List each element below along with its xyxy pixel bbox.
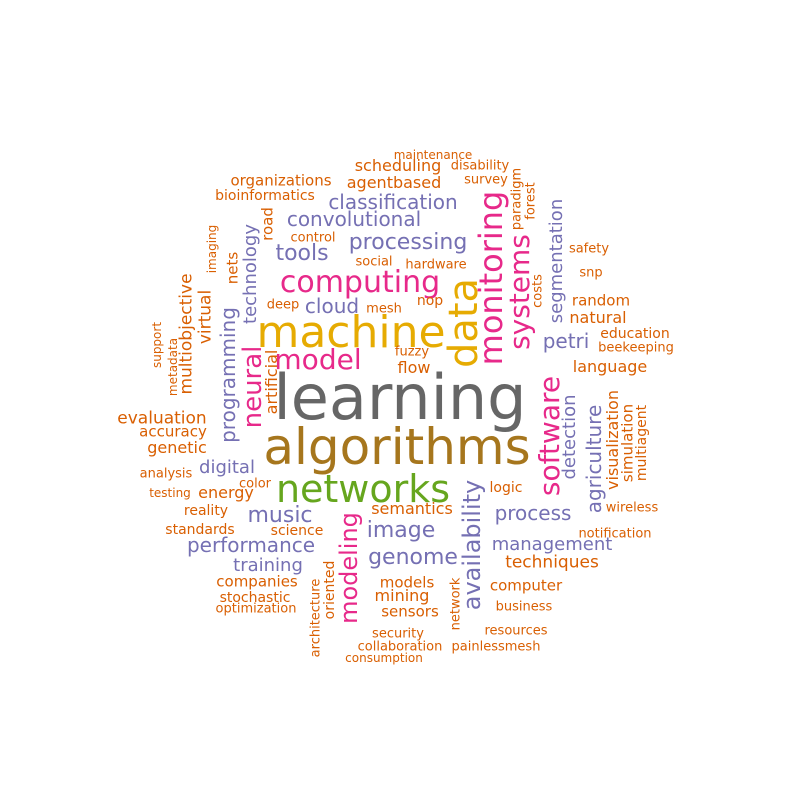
- word-metadata: metadata: [166, 337, 180, 397]
- word-petri: petri: [542, 329, 590, 353]
- word-optimization: optimization: [215, 601, 297, 617]
- word-process: process: [494, 501, 572, 525]
- word-organizations: organizations: [230, 171, 332, 190]
- word-beekeeping: beekeeping: [598, 340, 674, 356]
- word-computer: computer: [489, 576, 563, 595]
- word-multiagent: multiagent: [634, 404, 650, 482]
- word-techniques: techniques: [505, 552, 599, 573]
- word-agentbased: agentbased: [346, 173, 442, 192]
- word-digital: digital: [199, 457, 255, 478]
- word-semantics: semantics: [371, 499, 453, 518]
- word-music: music: [247, 503, 313, 528]
- word-testing: testing: [149, 486, 191, 500]
- word-processing: processing: [348, 230, 468, 255]
- word-bioinformatics: bioinformatics: [215, 188, 315, 204]
- word-management: management: [491, 534, 613, 555]
- word-agriculture: agriculture: [582, 404, 606, 514]
- word-science: science: [270, 523, 324, 539]
- word-education: education: [600, 326, 670, 342]
- word-algorithms: algorithms: [263, 418, 531, 476]
- word-reality: reality: [183, 503, 229, 519]
- word-imaging: imaging: [205, 224, 219, 274]
- word-survey: survey: [464, 172, 508, 188]
- word-consumption: consumption: [345, 651, 423, 665]
- word-costs: costs: [530, 274, 546, 308]
- word-logic: logic: [489, 480, 523, 496]
- word-paradigm: paradigm: [509, 167, 525, 231]
- word-disability: disability: [450, 158, 510, 174]
- word-image: image: [366, 518, 436, 543]
- word-flow: flow: [397, 358, 431, 377]
- word-language: language: [572, 357, 648, 376]
- word-evaluation: evaluation: [117, 408, 207, 429]
- word-genome: genome: [368, 545, 458, 570]
- word-snp: snp: [579, 265, 603, 281]
- word-collaboration: collaboration: [357, 639, 443, 655]
- word-performance: performance: [186, 533, 316, 557]
- word-social: social: [355, 254, 393, 270]
- word-cloud: cloud: [304, 294, 360, 318]
- word-oriented: oriented: [322, 560, 338, 620]
- word-learning: learning: [273, 361, 527, 434]
- word-resources: resources: [484, 623, 548, 639]
- word-virtual: virtual: [195, 289, 216, 345]
- word-safety: safety: [568, 241, 610, 257]
- word-fuzzy: fuzzy: [394, 344, 430, 360]
- word-nop: nop: [416, 293, 444, 309]
- word-security: security: [372, 626, 424, 642]
- word-maintenance: maintenance: [393, 148, 473, 162]
- word-classification: classification: [328, 190, 458, 214]
- word-technology: technology: [240, 224, 261, 324]
- word-mesh: mesh: [366, 301, 402, 317]
- word-artificial: artificial: [262, 349, 281, 415]
- word-color: color: [238, 476, 272, 492]
- word-notification: notification: [578, 526, 652, 542]
- word-natural: natural: [569, 308, 627, 327]
- word-architecture: architecture: [308, 578, 324, 658]
- word-road: road: [258, 207, 277, 241]
- word-scheduling: scheduling: [354, 156, 442, 175]
- word-modeling: modeling: [335, 512, 363, 624]
- word-business: business: [495, 599, 553, 615]
- word-detection: detection: [559, 394, 580, 480]
- word-training: training: [233, 555, 303, 576]
- word-segmentation: segmentation: [546, 198, 567, 324]
- word-nets: nets: [223, 251, 242, 285]
- word-forest: forest: [523, 182, 539, 220]
- word-genetic: genetic: [147, 438, 207, 457]
- word-painlessmesh: painlessmesh: [451, 639, 541, 655]
- word-control: control: [290, 230, 336, 246]
- word-mining: mining: [374, 586, 430, 605]
- word-computing: computing: [279, 265, 441, 300]
- word-convolutional: convolutional: [286, 207, 422, 231]
- word-companies: companies: [216, 572, 298, 591]
- word-stochastic: stochastic: [219, 590, 291, 606]
- word-analysis: analysis: [139, 466, 193, 482]
- word-standards: standards: [165, 522, 235, 538]
- word-sensors: sensors: [381, 602, 439, 621]
- word-hardware: hardware: [405, 257, 467, 273]
- word-energy: energy: [198, 483, 254, 502]
- word-network: network: [448, 577, 464, 631]
- word-accuracy: accuracy: [139, 422, 207, 441]
- word-programming: programming: [216, 307, 240, 443]
- word-random: random: [571, 291, 631, 310]
- word-wireless: wireless: [605, 500, 659, 516]
- word-deep: deep: [266, 297, 300, 313]
- word-models: models: [379, 573, 435, 592]
- word-support: support: [150, 321, 164, 369]
- word-model: model: [274, 343, 362, 376]
- word-machine: machine: [256, 307, 446, 358]
- word-tools: tools: [275, 241, 329, 266]
- word-networks: networks: [275, 467, 451, 511]
- word-multiobjective: multiobjective: [176, 273, 197, 395]
- word-availability: availability: [458, 479, 486, 611]
